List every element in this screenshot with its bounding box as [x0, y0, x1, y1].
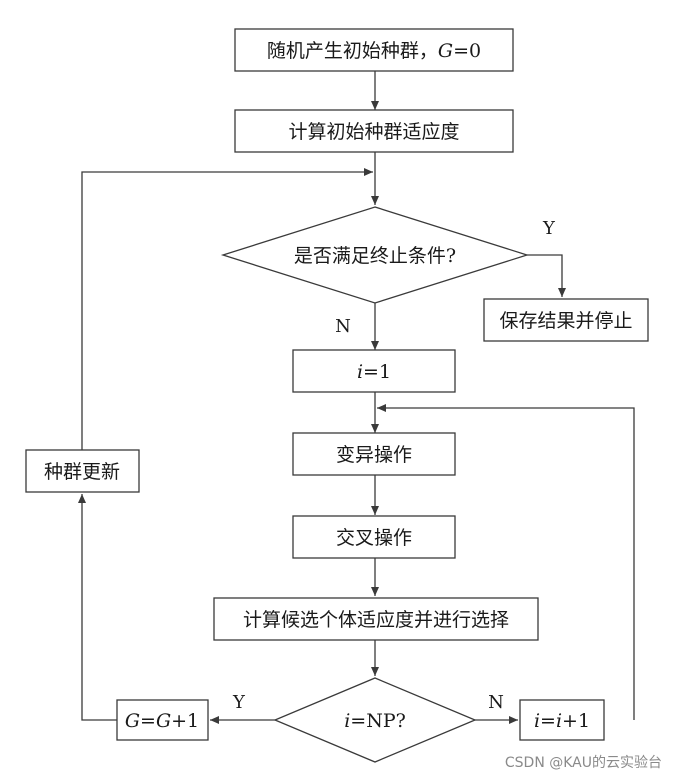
edge-ginc-to-update [78, 494, 117, 721]
i-inc-var2: i [556, 710, 562, 732]
calc-fitness-text: 计算初始种群适应度 [288, 121, 459, 143]
g-inc-eq: = [140, 710, 156, 732]
g-inc-var2: G [156, 710, 171, 732]
svg-text:i=NP?: i=NP? [344, 710, 406, 732]
check-np-suffix: =NP? [350, 710, 406, 732]
node-terminate-decision: 是否满足终止条件? [220, 206, 530, 304]
i-inc-var1: i [534, 710, 540, 732]
edge-terminate-yes [527, 254, 566, 297]
init-pop-var: G [438, 40, 453, 62]
node-select: 计算候选个体适应度并进行选择 [213, 597, 539, 641]
svg-text:i=i+1: i=i+1 [534, 710, 590, 732]
svg-text:随机产生初始种群，G=0: 随机产生初始种群，G=0 [267, 40, 481, 62]
save-stop-text: 保存结果并停止 [499, 310, 632, 332]
init-pop-prefix: 随机产生初始种群， [267, 40, 438, 62]
node-i-init: i=1 [292, 349, 456, 393]
select-text: 计算候选个体适应度并进行选择 [243, 609, 509, 631]
watermark: CSDN @KAU的云实验台 [505, 755, 662, 771]
i-inc-suffix: +1 [562, 710, 590, 732]
check-np-var: i [344, 710, 350, 732]
node-pop-update: 种群更新 [25, 449, 140, 493]
node-save-stop: 保存结果并停止 [483, 298, 649, 342]
svg-text:G=G+1: G=G+1 [125, 710, 199, 732]
node-i-inc: i=i+1 [519, 699, 605, 741]
i-init-var: i [357, 361, 363, 383]
svg-text:i=1: i=1 [357, 361, 391, 383]
g-inc-suffix: +1 [171, 710, 199, 732]
label-terminate-yes: Y [542, 218, 556, 239]
node-check-np-decision: i=NP? [273, 677, 477, 763]
node-calc-fitness: 计算初始种群适应度 [234, 109, 514, 153]
terminate-text: 是否满足终止条件? [294, 245, 456, 267]
edges [78, 71, 635, 724]
label-np-yes: Y [232, 692, 246, 713]
mutation-text: 变异操作 [336, 444, 412, 466]
g-inc-var1: G [125, 710, 140, 732]
crossover-text: 交叉操作 [336, 527, 412, 549]
node-g-inc: G=G+1 [116, 699, 209, 741]
i-init-suffix: =1 [363, 361, 391, 383]
init-pop-suffix: =0 [453, 40, 481, 62]
i-inc-eq: = [540, 710, 556, 732]
edge-iinc-loop [377, 404, 635, 720]
edge-update-loop [81, 168, 373, 450]
node-crossover: 交叉操作 [292, 515, 456, 559]
node-init-pop: 随机产生初始种群，G=0 [234, 28, 514, 72]
label-terminate-no: N [335, 316, 351, 337]
node-mutation: 变异操作 [292, 432, 456, 476]
label-np-no: N [488, 692, 504, 713]
pop-update-text: 种群更新 [44, 461, 120, 483]
